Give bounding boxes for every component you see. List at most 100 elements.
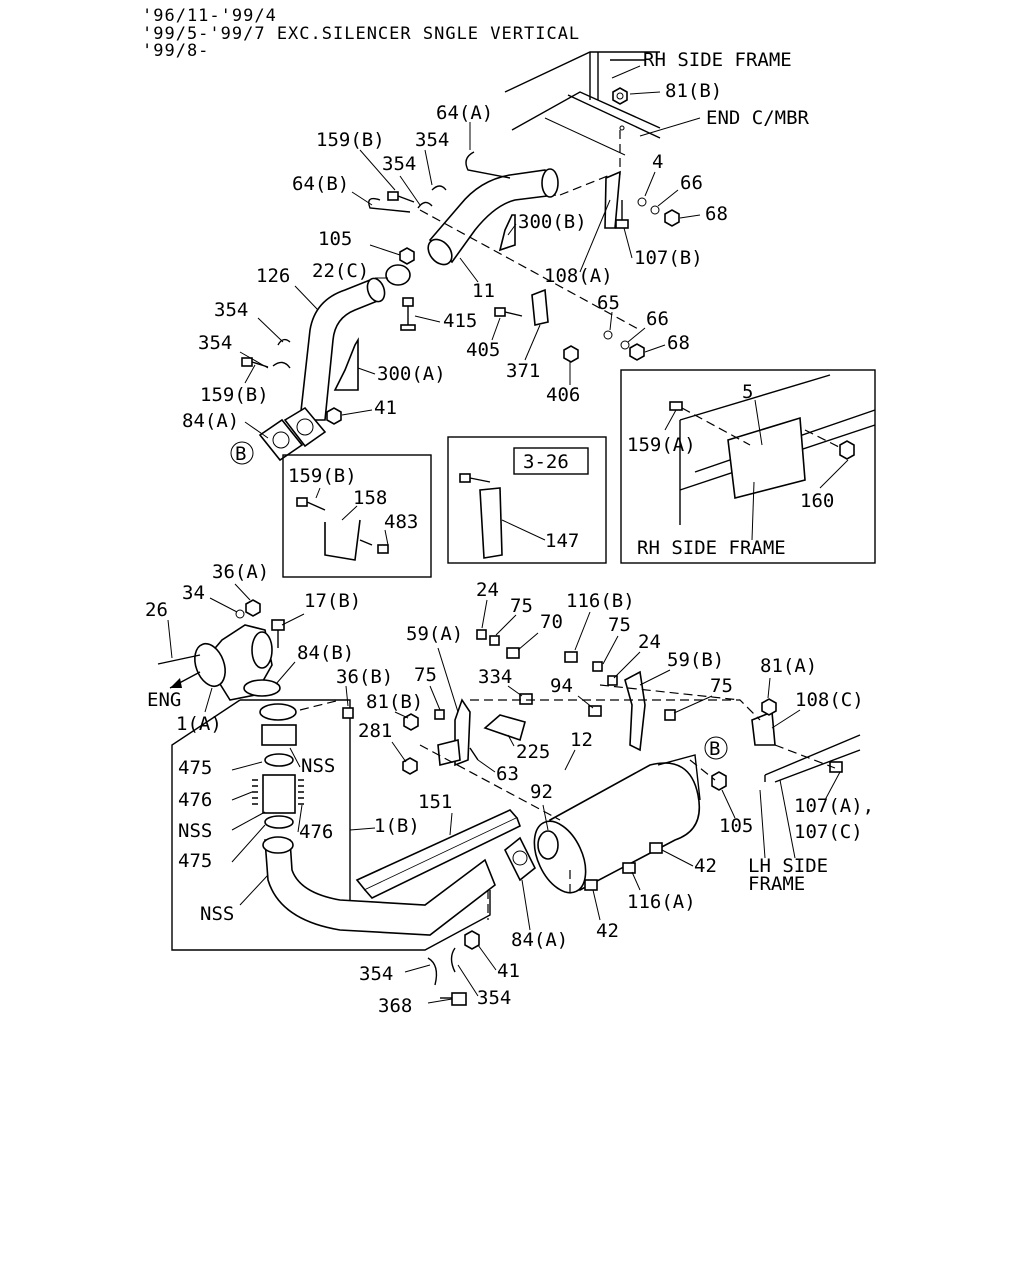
callout-label: NSS [178,820,212,842]
callout-label: 107(A), [794,795,874,817]
callout-label: 34 [182,582,205,604]
callout-label: 12 [570,729,593,751]
lh-side-frame-label-1: LH SIDE [748,855,828,877]
callout-label: 108(C) [795,689,864,711]
end-cmbr-label: END C/MBR [706,107,810,129]
callout-label: 70 [540,611,563,633]
callout-label: 84(B) [297,642,354,664]
svg-text:B: B [709,738,720,760]
leader-lines [167,122,849,1004]
callout-label: 68 [667,332,690,354]
callout-labels: 81(B) 64(A) 159(B) 354 354 4 66 68 64(B)… [145,80,874,1017]
callout-label: 92 [530,781,553,803]
callout-label: 84(A) [182,410,239,432]
callout-label: 225 [516,741,550,763]
callout-label: 116(A) [627,891,696,913]
callout-label: 354 [382,153,416,175]
ref-box [513,447,589,475]
lower-pipe-assembly [157,599,861,1006]
callout-label: 159(B) [316,129,385,151]
callout-label: 81(B) [665,80,722,102]
rh-side-frame-label: RH SIDE FRAME [643,49,792,71]
callout-label: 116(B) [566,590,635,612]
applicability-header: '96/11-'99/4 '99/5-'99/7 EXC.SILENCER SN… [142,6,580,61]
callout-label: 300(B) [518,211,587,233]
callout-label: 107(B) [634,247,703,269]
callout-label: 68 [705,203,728,225]
callout-label: 11 [472,280,495,302]
callout-label: 81(A) [760,655,817,677]
callout-label: 66 [646,308,669,330]
callout-label: 66 [680,172,703,194]
rh-side-frame-top [504,51,661,156]
inset-bracket-158 [282,454,432,578]
callout-label: 24 [638,631,661,653]
callout-label: 65 [597,292,620,314]
callout-label: 5 [742,381,753,403]
callout-label: 475 [178,757,212,779]
callout-label: 158 [353,487,387,509]
callout-label: 105 [719,815,753,837]
callout-label: 108(A) [544,265,613,287]
callout-label: 354 [415,129,449,151]
callout-label: 64(A) [436,102,493,124]
callout-label: 126 [256,265,290,287]
callout-label: 354 [477,987,511,1009]
callout-label: 41 [497,960,520,982]
callout-label: 368 [378,995,412,1017]
callout-label: 17(B) [304,590,361,612]
inset-rh-frame-label: RH SIDE FRAME [637,537,786,559]
upper-pipe-assembly [241,151,680,462]
callout-label: 36(A) [212,561,269,583]
callout-label: 354 [214,299,248,321]
callout-label: 159(B) [288,465,357,487]
callout-label: 59(A) [406,623,463,645]
callout-label: 476 [299,821,333,843]
callout-label: 36(B) [336,666,393,688]
callout-label: 59(B) [667,649,724,671]
callout-label: 26 [145,599,168,621]
header-line-3: '99/8- [142,41,209,61]
marker-b-upper: B [230,441,254,465]
callout-label: 1(B) [374,815,420,837]
eng-label: ENG [147,689,181,711]
callout-label: 476 [178,789,212,811]
callout-label: 105 [318,228,352,250]
header-line-1: '96/11-'99/4 [142,6,277,26]
nut-81b-top [612,87,628,105]
callout-label: 42 [694,855,717,877]
callout-label: 75 [414,664,437,686]
callout-label: 281 [358,720,392,742]
callout-label: 41 [374,397,397,419]
callout-label: 405 [466,339,500,361]
callout-label: 63 [496,763,519,785]
callout-label: 160 [800,490,834,512]
callout-label: 84(A) [511,929,568,951]
callout-label: 75 [510,595,533,617]
callout-label: 147 [545,530,579,552]
callout-label: 483 [384,511,418,533]
callout-label: 354 [359,963,393,985]
callout-label: 64(B) [292,173,349,195]
marker-b-lower: B [704,736,728,760]
callout-label: 334 [478,666,512,688]
lh-side-frame-label-2: FRAME [748,873,805,895]
callout-label: 81(B) [366,691,423,713]
callout-label: 159(A) [627,434,696,456]
callout-label: 475 [178,850,212,872]
callout-label: 151 [418,791,452,813]
callout-label: 75 [608,614,631,636]
callout-label: NSS [200,903,234,925]
callout-label: 22(C) [312,260,369,282]
callout-label: 159(B) [200,384,269,406]
callout-label: NSS [301,755,335,777]
header-line-2: '99/5-'99/7 EXC.SILENCER SNGLE VERTICAL [142,24,580,44]
callout-label: 371 [506,360,540,382]
callout-label: 354 [198,332,232,354]
callout-label: 300(A) [377,363,446,385]
callout-label: 1(A) [176,713,222,735]
callout-label: 4 [652,151,663,173]
callout-label: 415 [443,310,477,332]
callout-label: 75 [710,675,733,697]
